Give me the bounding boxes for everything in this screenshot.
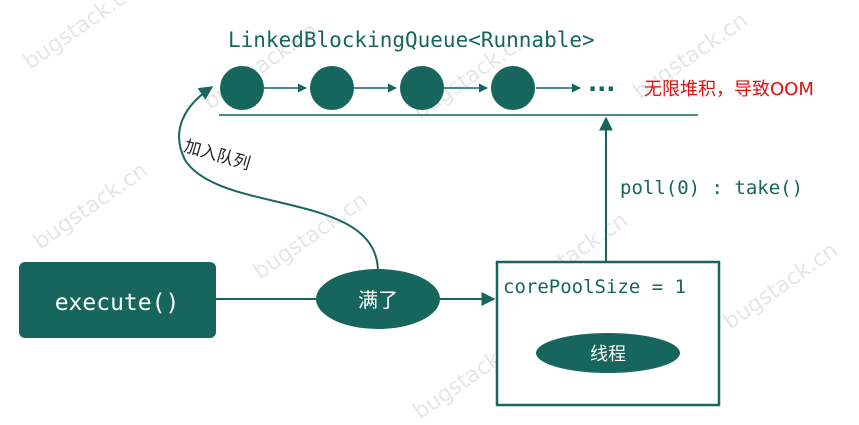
queue-node — [491, 66, 535, 110]
queue-title: LinkedBlockingQueue<Runnable> — [228, 28, 595, 52]
queue-node — [400, 66, 444, 110]
watermark-text: bugstack.cn — [249, 188, 373, 285]
queue-nodes — [220, 66, 535, 110]
watermark-text: bugstack.cn — [719, 238, 843, 335]
poll-label: poll(0) : take() — [620, 177, 803, 199]
execute-label: execute() — [55, 290, 180, 316]
overflow-note: 无限堆积，导致OOM — [644, 79, 814, 100]
queue-node — [310, 66, 354, 110]
watermark-text: bugstack.cn — [29, 158, 153, 255]
full-ellipse — [316, 269, 440, 329]
queue-ellipsis: ··· — [588, 75, 615, 103]
enqueue-arrow — [178, 86, 379, 273]
core-pool-size-label: corePoolSize = 1 — [503, 276, 686, 298]
queue-node — [220, 66, 264, 110]
watermark-text: bugstack.cn — [19, 0, 143, 75]
execute-box — [19, 262, 216, 338]
thread-label: 线程 — [590, 344, 626, 365]
full-label: 满了 — [358, 288, 398, 312]
thread-ellipse — [536, 333, 680, 373]
